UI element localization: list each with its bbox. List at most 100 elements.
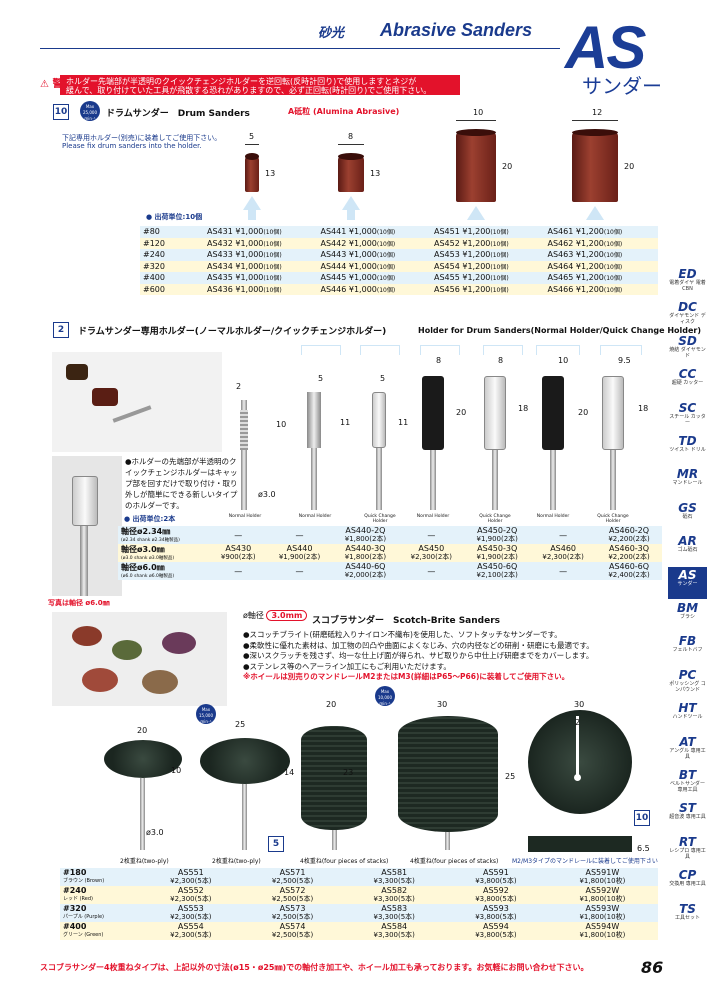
grit-cell: #600 — [143, 284, 165, 294]
qty-box-5: 5 — [268, 836, 284, 852]
holder-dim-label: 18 — [638, 404, 649, 413]
logo: AS — [565, 14, 646, 81]
photo-wheel — [162, 632, 196, 654]
product-cell: AS442 ¥1,000(10個) — [318, 238, 432, 250]
scotch-bullets: ●スコッチブライト(研磨砥粒入りナイロン不織布)を使用した、ソフトタッチなサンダ… — [243, 630, 663, 683]
holder-dim-label: 20 — [578, 408, 589, 417]
product-code: AS456 — [434, 284, 463, 294]
product-code: AS432 — [207, 238, 236, 248]
holder-bracket — [483, 345, 523, 355]
sidebar-code: AR — [678, 534, 697, 549]
qty: (10個) — [263, 229, 282, 237]
price: ¥1,200 — [575, 250, 604, 260]
product-cell: AS454 ¥1,200(10個) — [431, 261, 545, 273]
qty-box: 10 — [53, 104, 69, 120]
product-cell: AS592¥3,800(5本) — [445, 886, 547, 904]
photo-wheel — [142, 670, 178, 694]
wheel-disc — [528, 710, 632, 814]
product-code: AS591 — [482, 868, 509, 877]
drum-width-label: 10 — [473, 108, 484, 117]
qty: (10個) — [263, 275, 282, 283]
holder-bracket — [301, 345, 341, 355]
photo-drum — [92, 388, 118, 406]
grit-cell: #240 — [143, 250, 165, 260]
sidebar-code: DC — [678, 300, 697, 315]
sidebar-code: MR — [676, 467, 699, 482]
product-code: AS436 — [207, 284, 236, 294]
sidebar-code: SC — [678, 400, 697, 415]
title-jp: 砂光 — [318, 26, 345, 41]
qty: (10個) — [603, 275, 623, 283]
qty: (10個) — [376, 229, 396, 237]
holder-body — [542, 376, 564, 450]
grit-color: グリーン (Green) — [63, 932, 104, 938]
price: ¥1,000 — [235, 250, 264, 260]
shaft-label-en: (ø3.0 shank ø3.0軸製品) — [121, 556, 175, 561]
price: ¥1,000 — [348, 273, 377, 283]
sidebar-desc: ダイヤモンド ディスク — [669, 313, 706, 326]
price: ¥2,300(5本) — [170, 895, 212, 903]
product-cell: AS582¥3,300(5本) — [343, 886, 445, 904]
wheel-caption: 4枚重ね(four pieces of stacks) — [300, 858, 389, 865]
product-code: AS451 — [434, 227, 463, 237]
holder-dim-label: 8 — [498, 356, 504, 365]
sidebar-desc: ブラシ — [680, 614, 695, 620]
holder-type-label: Normal Holder — [536, 514, 570, 519]
sidebar-desc: ゴム砥石 — [677, 547, 698, 554]
product-code: AS444 — [320, 261, 349, 271]
holder-dim-label: 2 — [236, 382, 242, 391]
product-code: AS592 — [482, 886, 509, 895]
scotch-photo — [52, 612, 227, 706]
price: ¥3,300(5本) — [373, 895, 415, 903]
qty: (10個) — [263, 252, 282, 260]
wheel-dim-label: 10 — [171, 766, 182, 775]
max-rpm-badge: Max 15,000 min⁻¹ — [196, 704, 216, 724]
max-rpm-badge: Max 25,000 min⁻¹ — [80, 101, 100, 121]
product-code: AS594 — [482, 922, 509, 931]
unit-label-2: ● 出荷単位:2本 — [124, 515, 176, 523]
product-cell: AS584¥3,300(5本) — [343, 922, 445, 940]
product-code: AS460-2Q — [608, 526, 650, 535]
product-code: — — [234, 530, 243, 540]
logo-sub: サンダー — [582, 76, 662, 98]
holder-shaft — [241, 400, 247, 510]
price: ¥1,200 — [462, 284, 491, 294]
qty: (10個) — [490, 286, 509, 294]
product-cell: — — [398, 562, 464, 580]
product-cell: AS441 ¥1,000(10個) — [318, 226, 432, 238]
sidebar-desc: ポリッシング コンパウンド — [669, 680, 706, 693]
price: ¥1,800(2本) — [344, 535, 387, 543]
arrow-up — [243, 196, 261, 210]
price: ¥1,200 — [575, 284, 604, 294]
product-code: AS446 — [320, 284, 349, 294]
product-code: AS440-6Q — [345, 562, 386, 571]
holder-bracket — [420, 345, 460, 355]
sidebar-desc: ベルトサンダー 専用工具 — [669, 781, 705, 793]
product-cell: AS450-6Q¥2,100(2本) — [464, 562, 530, 580]
product-cell: AS434 ¥1,000(10個) — [204, 261, 318, 273]
product-code: AS454 — [434, 261, 463, 271]
